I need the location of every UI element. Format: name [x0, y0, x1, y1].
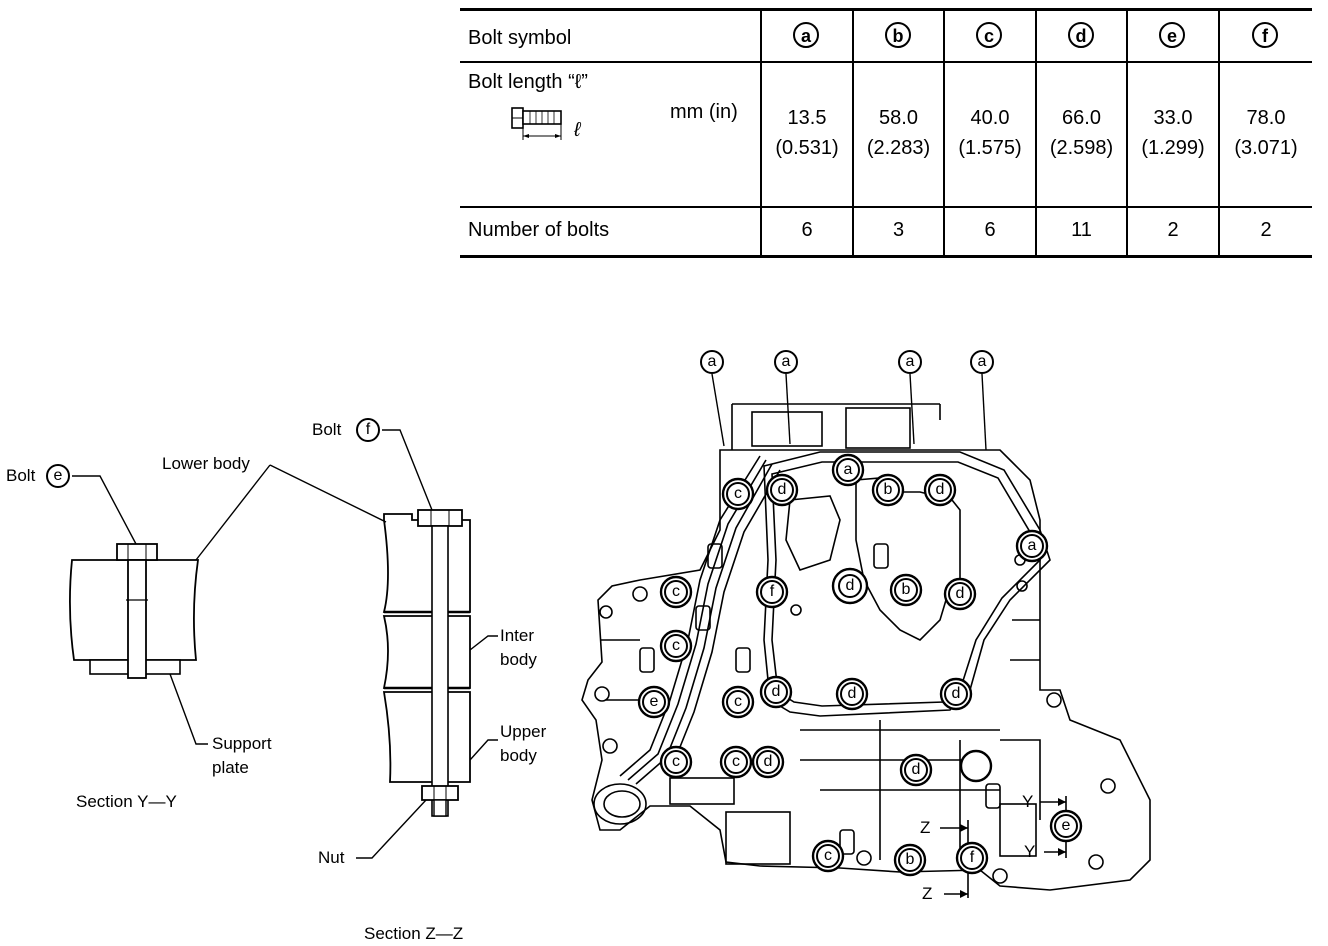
- length-mm-b: 58.0: [879, 107, 918, 129]
- count-f: 2: [1260, 219, 1272, 241]
- length-mm-c: 40.0: [970, 107, 1010, 129]
- bolt-symbol-d: d: [1068, 22, 1094, 48]
- bolt-symbol-b: b: [885, 22, 911, 48]
- valve-callout-a: a: [700, 350, 724, 374]
- table-row-divider: [460, 206, 1312, 208]
- bolt-length-icon: [511, 107, 562, 140]
- valve-bolt-marker: d: [756, 750, 780, 774]
- yy-support-plate-label-2: plate: [212, 758, 249, 777]
- length-mm-a: 13.5: [787, 107, 827, 129]
- valve-bolt-marker: d: [944, 682, 968, 706]
- section-mark-y: Y: [1024, 842, 1036, 861]
- valve-bolt-marker: d: [928, 478, 952, 502]
- valve-callout-a: a: [898, 350, 922, 374]
- count-e: 2: [1167, 219, 1179, 241]
- zz-upper-body-label-2: body: [500, 746, 537, 765]
- length-in-f: (3.071): [1234, 137, 1298, 159]
- zz-inter-body-label-1: Inter: [500, 626, 535, 645]
- row-header-number-of-bolts: Number of bolts: [468, 219, 610, 241]
- section-mark-y: Y: [1022, 792, 1034, 811]
- zz-bolt-label: Bolt: [312, 420, 342, 439]
- valve-bolt-marker: c: [724, 750, 748, 774]
- valve-bolt-marker: c: [726, 482, 750, 506]
- section-zz-caption: Section Z—Z: [364, 924, 464, 943]
- bolt-length-symbol: ℓ: [574, 119, 581, 141]
- length-in-d: (2.598): [1049, 137, 1114, 159]
- section-mark-z: Z: [922, 884, 933, 903]
- valve-bolt-marker: c: [664, 634, 688, 658]
- yy-support-plate-label-1: Support: [212, 734, 272, 753]
- valve-bolt-marker: d: [948, 582, 972, 606]
- count-a: 6: [801, 219, 813, 241]
- count-d: 11: [1071, 219, 1092, 241]
- row-header-bolt-symbol: Bolt symbol: [468, 27, 572, 49]
- yy-bolt-label: Bolt: [6, 466, 36, 485]
- valve-bolt-marker: c: [816, 844, 840, 868]
- valve-bolt-marker: d: [770, 478, 794, 502]
- table-row-divider: [460, 61, 1312, 63]
- row-header-bolt-length: Bolt length “ℓ”: [468, 71, 588, 93]
- valve-bolt-marker: a: [1020, 534, 1044, 558]
- zz-upper-body-label-1: Upper: [500, 722, 547, 741]
- count-c: 6: [984, 219, 996, 241]
- length-mm-e: 33.0: [1153, 107, 1193, 129]
- yy-bolt-symbol: e: [46, 464, 70, 488]
- valve-bolt-marker: b: [898, 848, 922, 872]
- bolt-symbol-a: a: [793, 22, 819, 48]
- valve-bolt-marker: b: [876, 478, 900, 502]
- valve-bolt-marker: d: [904, 758, 928, 782]
- yy-lower-body-label: Lower body: [162, 454, 250, 473]
- table-col-divider: [1035, 8, 1037, 258]
- zz-inter-body-label-2: body: [500, 650, 537, 669]
- length-unit-label: mm (in): [670, 101, 738, 123]
- length-in-b: (2.283): [866, 137, 931, 159]
- length-mm-f: 78.0: [1246, 107, 1286, 129]
- length-in-c: (1.575): [958, 137, 1022, 159]
- table-col-divider: [852, 8, 854, 258]
- length-in-e: (1.299): [1141, 137, 1205, 159]
- table-col-divider: [1218, 8, 1220, 258]
- section-mark-z: Z: [920, 818, 931, 837]
- valve-bolt-marker: e: [1054, 814, 1078, 838]
- valve-bolt-marker: c: [664, 580, 688, 604]
- count-b: 3: [892, 219, 905, 241]
- valve-bolt-marker: d: [838, 574, 862, 598]
- table-top-rule: [460, 8, 1312, 11]
- bolt-symbol-c: c: [976, 22, 1002, 48]
- table-bottom-rule: [460, 255, 1312, 258]
- valve-bolt-marker: c: [664, 750, 688, 774]
- bolt-table: Bolt symbol Bolt length “ℓ” mm (in) Numb…: [460, 8, 1312, 258]
- length-mm-d: 66.0: [1062, 107, 1101, 129]
- table-col-divider: [943, 8, 945, 258]
- valve-bolt-marker: d: [840, 682, 864, 706]
- bolt-symbol-e: e: [1159, 22, 1185, 48]
- valve-bolt-marker: f: [760, 580, 784, 604]
- length-in-a: (0.531): [775, 137, 839, 159]
- valve-bolt-marker: c: [726, 690, 750, 714]
- valve-bolt-marker: b: [894, 578, 918, 602]
- valve-callout-a: a: [774, 350, 798, 374]
- valve-callout-a: a: [970, 350, 994, 374]
- valve-bolt-marker: d: [764, 680, 788, 704]
- zz-nut-label: Nut: [318, 848, 345, 867]
- table-col-divider: [1126, 8, 1128, 258]
- section-yy-caption: Section Y—Y: [76, 792, 177, 811]
- valve-bolt-marker: a: [836, 458, 860, 482]
- valve-bolt-marker: e: [642, 690, 666, 714]
- valve-bolt-marker: f: [960, 846, 984, 870]
- table-col-divider: [760, 8, 762, 258]
- zz-bolt-symbol: f: [356, 418, 380, 442]
- bolt-symbol-f: f: [1252, 22, 1278, 48]
